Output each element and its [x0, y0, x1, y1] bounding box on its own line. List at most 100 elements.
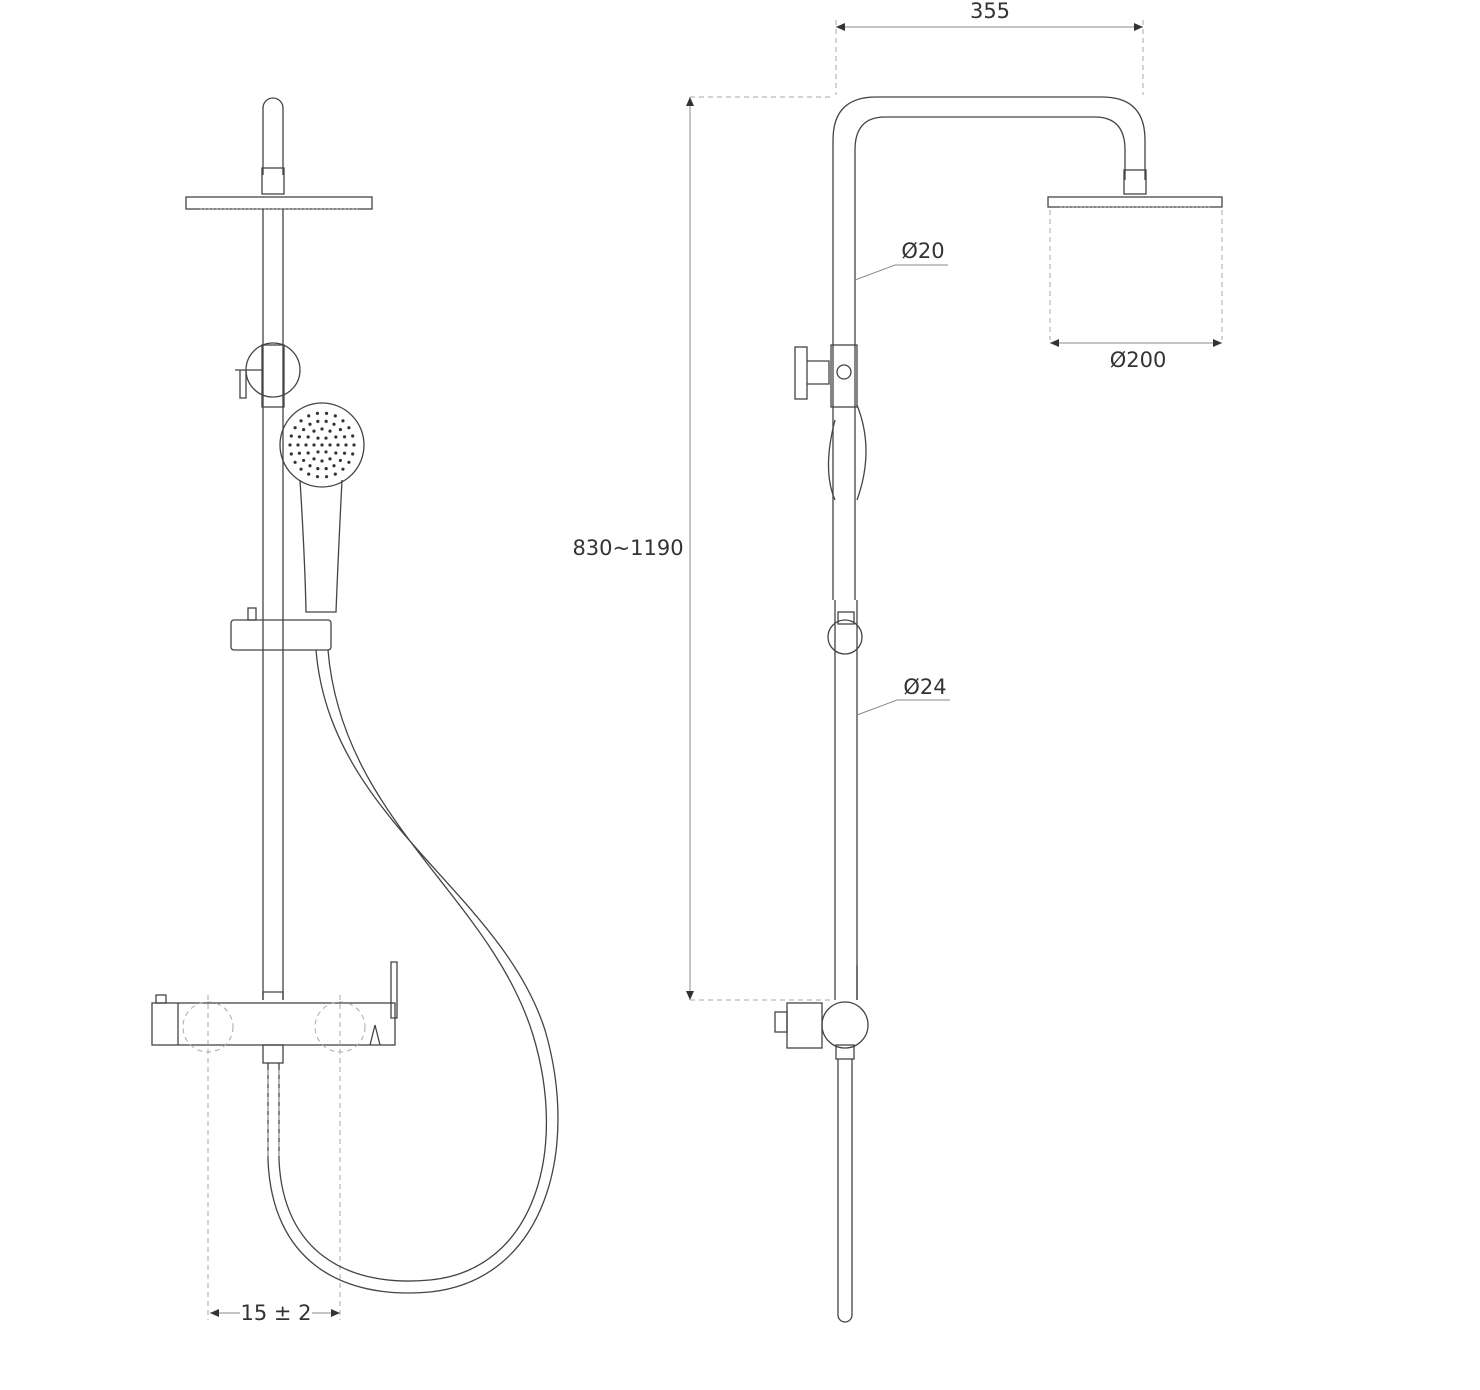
- side-mixer-button: [774, 1011, 788, 1033]
- nozzle-dot: [297, 451, 302, 455]
- nozzle-dot: [316, 450, 320, 454]
- side-mixer: [821, 1001, 869, 1049]
- nozzle-dot: [328, 429, 332, 433]
- hand-shower-head: [279, 402, 365, 488]
- nozzle-dot: [344, 443, 348, 447]
- nozzle-dot: [315, 475, 320, 479]
- nozzle-dot: [334, 435, 338, 439]
- side-diverter-body: [830, 344, 858, 408]
- nozzle-dot: [289, 434, 293, 438]
- head-extension-lines: [1049, 210, 1223, 340]
- nozzle-dot: [342, 435, 347, 439]
- side-diverter-stem: [807, 360, 830, 385]
- nozzle-dot: [312, 429, 316, 433]
- nozzle-dot: [306, 435, 310, 439]
- mixer-button: [155, 994, 167, 1004]
- nozzle-dot: [328, 457, 332, 461]
- nozzle-dot: [308, 422, 312, 426]
- dim-d20-label: Ø20: [901, 239, 944, 263]
- nozzle-dot: [302, 458, 306, 463]
- side-mixer-handle: [786, 1002, 823, 1049]
- nozzle-dot: [307, 414, 311, 418]
- nozzle-dot: [324, 419, 328, 423]
- nozzle-dot: [307, 472, 311, 476]
- dim-inlet-spacing-label: 15 ± 2: [240, 1301, 311, 1325]
- hose-outlet-nut: [262, 1044, 284, 1064]
- dim-height-label: 830~1190: [572, 536, 683, 560]
- nozzle-dot: [320, 459, 324, 463]
- nozzle-dot: [306, 451, 310, 455]
- top-arm: [262, 97, 284, 175]
- side-view: 355 830~1190 Ø20 Ø200 Ø24: [572, 0, 1223, 1323]
- dim-width-label: 355: [970, 0, 1010, 23]
- nozzle-dot: [332, 464, 336, 468]
- nozzle-dot: [308, 464, 312, 468]
- nozzle-dot: [333, 472, 337, 476]
- nozzle-dot: [289, 452, 293, 456]
- nozzle-dot: [299, 419, 303, 423]
- shower-hose: [267, 649, 559, 1294]
- leader-d20: [854, 264, 948, 281]
- nozzle-dot: [332, 422, 336, 426]
- dim-d24-label: Ø24: [903, 675, 946, 699]
- nozzle-dot: [341, 419, 345, 423]
- side-diverter-lever: [836, 364, 852, 380]
- slider-knob: [247, 607, 257, 621]
- nozzle-dot: [302, 427, 306, 432]
- nozzle-dot: [316, 419, 320, 423]
- nozzle-dot: [304, 443, 308, 447]
- inlet-centerlines: [207, 995, 341, 1320]
- front-view: 15 ± 2: [151, 97, 559, 1325]
- nozzle-dot: [320, 443, 324, 447]
- nozzle-dot: [338, 427, 342, 432]
- nozzle-dot: [324, 450, 328, 454]
- nozzle-dot: [324, 467, 328, 471]
- side-hose: [837, 1059, 853, 1323]
- hand-shower-handle: [299, 479, 343, 613]
- side-slider: [827, 619, 863, 655]
- nozzle-dot: [312, 457, 316, 461]
- nozzle-dot: [324, 475, 329, 479]
- upper-pipe-arm: [832, 96, 1146, 600]
- nozzle-dot: [334, 451, 338, 455]
- nozzle-dot: [297, 435, 302, 439]
- rail-foot: [262, 991, 284, 1000]
- riser-rail: [262, 209, 284, 1000]
- diverter-lever: [235, 369, 262, 399]
- nozzle-dot: [347, 426, 351, 430]
- nozzle-dot: [336, 443, 340, 447]
- nozzle-dot: [333, 414, 337, 418]
- head-connector: [261, 167, 285, 195]
- nozzle-dot: [338, 458, 342, 463]
- side-diverter-knob: [794, 346, 808, 400]
- dim-extension-height: [690, 96, 833, 1001]
- nozzle-dot: [352, 443, 356, 447]
- side-overhead-head: [1047, 196, 1223, 208]
- nozzle-dot: [347, 460, 351, 464]
- nozzle-dot: [316, 467, 320, 471]
- mixer-lever: [369, 961, 398, 1046]
- hand-shower-nozzles: [288, 411, 356, 479]
- nozzle-dot: [351, 452, 355, 456]
- overhead-shower-head: [185, 196, 373, 210]
- side-hose-nut: [835, 1044, 855, 1060]
- nozzle-dot: [299, 467, 303, 471]
- leader-d24: [856, 699, 950, 716]
- nozzle-dot: [342, 451, 347, 455]
- thermostatic-mixer: [151, 1002, 396, 1046]
- nozzle-dot: [324, 436, 328, 440]
- nozzle-dot: [328, 443, 332, 447]
- nozzle-dot: [315, 411, 320, 415]
- side-head-connector: [1123, 169, 1147, 195]
- nozzle-dot: [293, 426, 297, 430]
- dim-extension-355: [835, 20, 1144, 95]
- dim-d200-label: Ø200: [1110, 348, 1167, 372]
- diverter-body: [261, 344, 285, 408]
- nozzle-dot: [324, 411, 329, 415]
- lower-rail: [834, 600, 858, 1000]
- nozzle-dot: [351, 434, 355, 438]
- side-slider-neck: [837, 611, 855, 625]
- nozzle-dot: [296, 443, 300, 447]
- nozzle-dot: [293, 460, 297, 464]
